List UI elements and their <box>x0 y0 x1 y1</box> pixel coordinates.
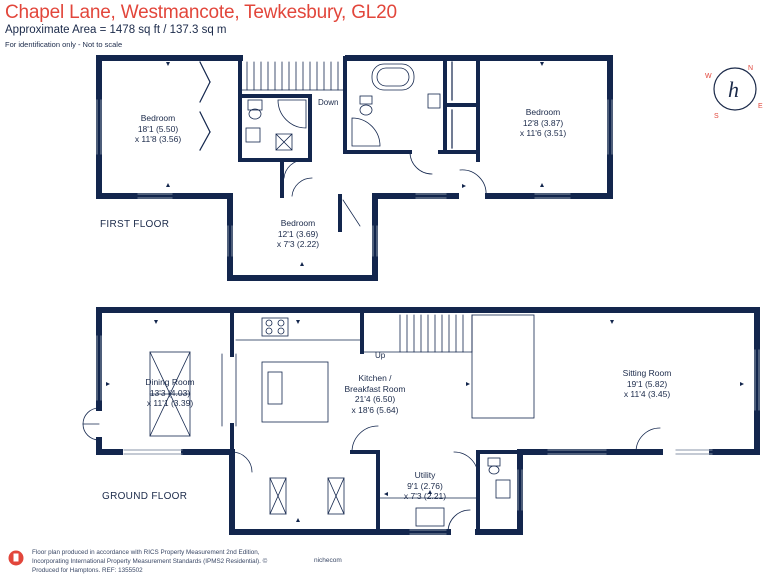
utility-label: Utility 9'1 (2.76) x 7'3 (2.21) <box>390 470 460 502</box>
bedroom-1-name: Bedroom <box>140 113 176 123</box>
compass-logo: N E S W h <box>705 65 763 120</box>
footer-line-2: Incorporating International Property Mea… <box>32 557 268 565</box>
approximate-area: Approximate Area = 1478 sq ft / 137.3 sq… <box>5 24 227 36</box>
first-floor-label: FIRST FLOOR <box>100 219 170 230</box>
dining-room-dim2: x 11'1 (3.39) <box>146 398 194 408</box>
compass-ring <box>713 67 757 111</box>
ground-floor-label: GROUND FLOOR <box>102 491 188 502</box>
kitchen-units <box>149 317 511 527</box>
compass-w: W <box>705 73 712 80</box>
sitting-room-label: Sitting Room 19'1 (5.82) x 11'4 (3.45) <box>602 368 692 400</box>
utility-name: Utility <box>414 470 436 480</box>
sensor-markers <box>106 62 744 522</box>
identification-note: For identification only - Not to scale <box>5 40 123 49</box>
first-floor-outer-walls <box>96 55 613 281</box>
stairs-down-label: Down <box>318 98 339 107</box>
dining-room-label: Dining Room 13'3 (4.03) x 11'1 (3.39) <box>130 377 210 409</box>
ground-floor-stairs <box>361 314 535 419</box>
property-address: Chapel Lane, Westmancote, Tewkesbury, GL… <box>5 2 397 23</box>
utility-dim1: 9'1 (2.76) <box>407 480 443 491</box>
sitting-room-dim2: x 11'4 (3.45) <box>623 389 671 399</box>
compass-n: N <box>748 65 753 72</box>
ground-floor-inner-walls <box>230 308 622 534</box>
sitting-room-name: Sitting Room <box>622 368 672 378</box>
bedroom-3-label: Bedroom 12'1 (3.69) x 7'3 (2.22) <box>258 218 338 250</box>
compass-logo-letter: h <box>728 77 739 102</box>
kitchen-dim1: 21'4 (6.50) <box>354 394 396 404</box>
first-floor-windows <box>96 99 613 257</box>
bedroom-2-label: Bedroom 12'8 (3.87) x 11'6 (3.51) <box>503 107 583 139</box>
first-floor-stairs <box>239 61 346 91</box>
bedroom-1-dim2: x 11'8 (3.56) <box>134 134 182 144</box>
ground-floor-doors <box>82 407 661 533</box>
ground-floor-windows <box>96 335 760 535</box>
bedroom-1-dim1: 18'1 (5.50) <box>137 123 179 134</box>
footer-line-3: Produced for Hamptons. REF: 1355502 <box>32 566 143 574</box>
first-floor-inner-walls <box>238 56 480 232</box>
bedroom-2-dim1: 12'8 (3.87) <box>522 117 564 128</box>
bedroom-2-dim2: x 11'6 (3.51) <box>519 128 567 138</box>
dining-room-name: Dining Room <box>145 377 195 387</box>
kitchen-label: Kitchen / Breakfast Room 21'4 (6.50) x 1… <box>330 373 420 415</box>
sitting-room-dim1: 19'1 (5.82) <box>626 378 668 389</box>
kitchen-dim2: x 18'6 (5.64) <box>351 404 399 415</box>
footer-notes: Floor plan produced in accordance with R… <box>32 549 332 575</box>
bedroom-2-name: Bedroom <box>525 107 561 117</box>
first-floor-doors <box>283 151 487 227</box>
ground-floor-outer-walls <box>96 307 760 535</box>
bedroom-3-dim1: 12'1 (3.69) <box>277 228 319 239</box>
bedroom-3-name: Bedroom <box>280 218 316 228</box>
kitchen-name: Kitchen / <box>358 373 392 383</box>
dining-room-dim1: 13'3 (4.03) <box>149 387 191 398</box>
document-icon <box>8 550 24 566</box>
kitchen-name-2: Breakfast Room <box>344 383 406 394</box>
compass-s: S <box>714 113 719 120</box>
bath-fixtures <box>245 63 441 151</box>
stairs-up-label: Up <box>375 351 386 360</box>
bedroom-3-dim2: x 7'3 (2.22) <box>276 239 320 249</box>
producer-brand: nichecom <box>314 557 342 564</box>
bedroom-1-label: Bedroom 18'1 (5.50) x 11'8 (3.56) <box>118 113 198 145</box>
wardrobes <box>199 61 453 151</box>
utility-dim2: x 7'3 (2.21) <box>403 491 447 501</box>
footer-line-1: Floor plan produced in accordance with R… <box>32 549 260 556</box>
compass-e: E <box>758 103 763 110</box>
